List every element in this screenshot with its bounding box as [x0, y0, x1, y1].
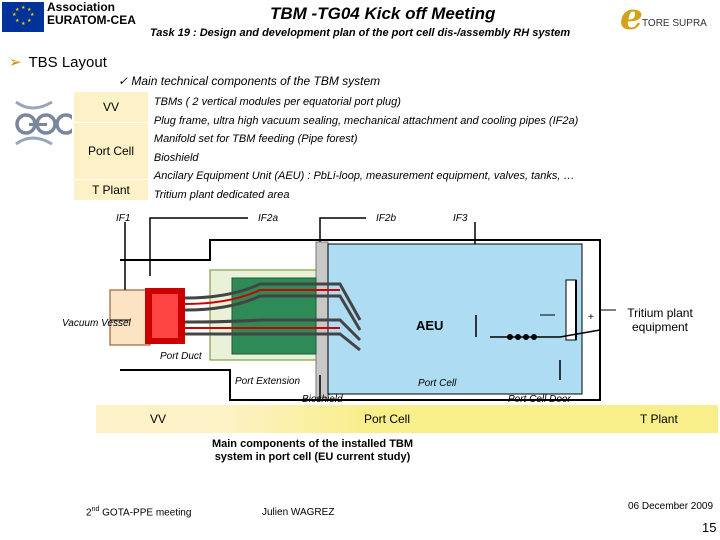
eu-flag-logo: ★★★ ★★★ ★★ — [2, 2, 44, 32]
svg-text:★: ★ — [21, 5, 26, 11]
label-aeu: AEU — [416, 318, 444, 333]
tritium-line-1: Tritium plant — [627, 306, 693, 320]
list-item: Manifold set for TBM feeding (Pipe fores… — [154, 130, 578, 149]
association-label: Association EURATOM-CEA — [47, 1, 136, 27]
components-checklist-title: ✓ Main technical components of the TBM s… — [118, 74, 380, 88]
list-item: TBMs ( 2 vertical modules per equatorial… — [154, 93, 578, 112]
label-if2b: IF2b — [376, 213, 397, 224]
svg-text:★: ★ — [21, 21, 26, 27]
zone-label-vv: VV — [150, 412, 167, 426]
svg-text:★: ★ — [15, 7, 20, 13]
check-label-text: Main technical components of the TBM sys… — [131, 74, 381, 88]
label-if3: IF3 — [453, 213, 468, 224]
components-list: TBMs ( 2 vertical modules per equatorial… — [154, 93, 578, 205]
svg-text:★: ★ — [12, 12, 17, 18]
association-line-1: Association — [47, 0, 116, 14]
meeting-number: 2 — [86, 507, 92, 519]
footer-author: Julien WAGREZ — [262, 507, 335, 518]
svg-text:★: ★ — [30, 12, 35, 18]
tritium-line-2: equipment — [631, 320, 689, 334]
page-title: TBM -TG04 Kick off Meeting — [270, 4, 496, 23]
footer-date: 06 December 2009 — [628, 501, 714, 512]
association-line-2: EURATOM-CEA — [47, 13, 136, 27]
label-if1: IF1 — [116, 213, 131, 224]
tbm-system-schematic — [109, 217, 616, 401]
cea-logo — [12, 96, 77, 150]
label-port-cell-door: Port Cell Door — [508, 394, 571, 405]
label-if2a: IF2a — [258, 213, 279, 224]
zone-label-t-plant: T Plant — [640, 412, 678, 426]
label-vacuum-vessel: Vacuum Vessel — [62, 318, 131, 329]
zone-bar-t-plant — [598, 405, 718, 433]
caption-line-1: Main components of the installed TBM — [211, 438, 414, 450]
side-box-port-cell: Port Cell — [74, 123, 148, 179]
svg-text:★: ★ — [27, 18, 32, 24]
list-item: Ancilary Equipment Unit (AEU) : PbLi-loo… — [154, 167, 578, 186]
arrow-bullet-icon: ➢ — [9, 54, 22, 71]
list-item: Tritium plant dedicated area — [154, 186, 578, 205]
meeting-name: GOTA-PPE meeting — [99, 507, 192, 519]
page-number: 15 — [702, 520, 717, 535]
label-port-duct: Port Duct — [160, 351, 202, 362]
label-bioshield: Bioshield — [302, 394, 343, 405]
figure-caption: Main components of the installed TBM sys… — [195, 438, 430, 464]
checkmark-icon: ✓ — [118, 74, 132, 88]
side-box-t-plant: T Plant — [74, 180, 148, 200]
section-heading-text: TBS Layout — [28, 54, 107, 71]
tore-supra-emblem-icon: e — [620, 0, 643, 38]
tore-supra-logo-text: TORE SUPRA — [642, 18, 707, 29]
list-item: Bioshield — [154, 149, 578, 168]
label-port-extension: Port Extension — [235, 376, 301, 387]
svg-text:★: ★ — [15, 18, 20, 24]
section-heading: ➢ TBS Layout — [9, 53, 107, 71]
tore-supra-logo: e TORE SUPRA — [620, 0, 716, 38]
zone-bar-port-cell — [220, 405, 598, 433]
page-subtitle: Task 19 : Design and development plan of… — [150, 27, 571, 39]
svg-text:★: ★ — [27, 7, 32, 13]
label-tritium-equipment: Tritium plant equipment — [620, 306, 700, 334]
footer-meeting: 2nd GOTA-PPE meeting — [86, 506, 191, 518]
label-plus: + — [588, 312, 594, 323]
list-item: Plug frame, ultra high vacuum sealing, m… — [154, 112, 578, 131]
zone-label-port-cell: Port Cell — [364, 412, 411, 426]
caption-line-2: system in port cell (EU current study) — [214, 451, 411, 463]
label-port-cell: Port Cell — [418, 378, 457, 389]
meeting-ordinal: nd — [91, 506, 100, 513]
zone-bar-vv — [96, 405, 220, 433]
side-box-vv: VV — [74, 92, 148, 122]
